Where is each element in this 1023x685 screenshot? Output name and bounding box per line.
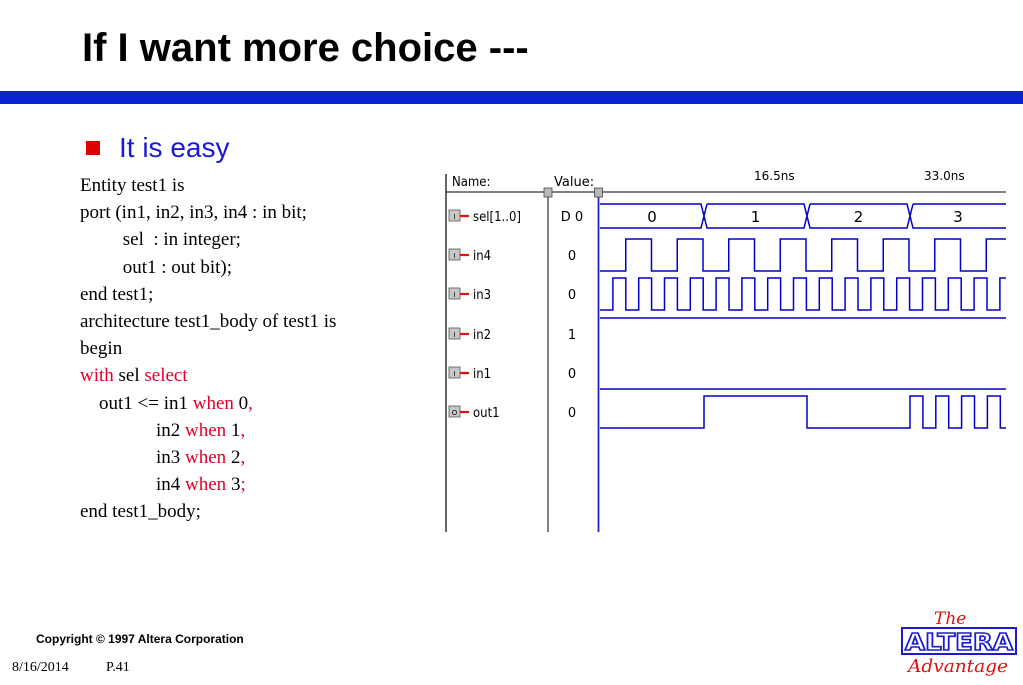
code-text: end test1; (80, 283, 154, 305)
vhdl-code-block: Entity test1 is port (in1, in2, in3, in4 … (80, 172, 420, 525)
code-keyword: when (185, 446, 227, 468)
bullet-text: It is easy (119, 132, 230, 163)
code-indent (80, 420, 156, 441)
bus-trace (600, 203, 1006, 229)
code-line: in2 when 1, (80, 417, 420, 444)
input-pin-icon: I (448, 366, 469, 379)
bus-segment-value: 0 (647, 208, 657, 226)
signal-value: 0 (568, 288, 576, 303)
code-text: out1 <= in1 (99, 392, 193, 414)
code-text: out1 : out bit); (122, 256, 232, 278)
code-line: sel : in integer; (80, 226, 420, 253)
code-keyword: when (185, 474, 227, 496)
logo-the: The (934, 609, 966, 629)
svg-text:I: I (453, 213, 455, 221)
svg-text:O: O (452, 409, 458, 417)
code-line: out1 : out bit); (80, 254, 420, 281)
slide-title: If I want more choice --- (82, 26, 529, 70)
signal-value: D 0 (561, 210, 583, 225)
code-text: architecture test1_body of test1 is (80, 310, 337, 332)
code-text: begin (80, 338, 123, 360)
signal-name: out1 (473, 406, 500, 421)
code-line: in3 when 2, (80, 444, 420, 471)
code-text: sel (113, 365, 145, 387)
logo-bar (901, 627, 1017, 655)
code-indent (80, 257, 123, 278)
input-pin-icon: I (448, 287, 469, 300)
in3-trace (600, 277, 1006, 311)
svg-text:I: I (453, 331, 455, 339)
time-mark-2: 33.0ns (924, 169, 965, 183)
code-keyword: when (185, 419, 227, 441)
code-keyword: , (248, 392, 253, 414)
code-text: 0 (233, 392, 249, 414)
code-line: port (in1, in2, in3, in4 : in bit; (80, 199, 420, 226)
code-keyword: , (240, 446, 246, 468)
code-indent (80, 474, 156, 495)
bus-segment-value: 1 (751, 208, 761, 226)
code-line: in4 when 3; (80, 471, 420, 498)
code-indent (80, 229, 123, 250)
signal-name: in2 (473, 328, 491, 343)
logo-advantage: Advantage (906, 656, 1008, 677)
signal-name: in4 (473, 249, 491, 264)
code-keyword: select (144, 365, 188, 387)
code-line: architecture test1_body of test1 is (80, 308, 420, 335)
signal-value: 0 (568, 249, 576, 264)
output-pin-icon: O (448, 405, 469, 418)
column-handle-2 (594, 187, 603, 198)
code-text: 1 (226, 419, 241, 441)
code-text: in4 (156, 474, 186, 496)
logo-altera: ALTERA (905, 630, 1013, 656)
code-text: Entity test1 is (80, 175, 185, 196)
code-line: out1 <= in1 when 0, (80, 390, 420, 417)
signal-name: sel[1..0] (473, 210, 521, 225)
bus-pin-icon: I (448, 209, 469, 222)
signal-name: in1 (473, 367, 491, 382)
header-name-label: Name: (452, 175, 490, 190)
svg-text:I: I (453, 291, 455, 299)
code-keyword: with (80, 365, 114, 387)
altera-logo: The ALTERA Advantage (900, 608, 1020, 680)
code-text: port (in1, in2, in3, in4 : in bit; (80, 202, 307, 224)
code-keyword: ; (240, 474, 246, 496)
out1-trace (600, 395, 1006, 429)
bullet-square-icon (86, 141, 100, 155)
in4-trace (600, 238, 1006, 272)
column-handle-1 (543, 187, 553, 198)
signal-value: 0 (568, 406, 576, 421)
signal-value: 0 (568, 367, 576, 382)
code-line: end test1_body; (80, 498, 420, 525)
code-text: in2 (156, 419, 186, 441)
bus-segment-value: 2 (854, 208, 864, 226)
footer-date: 8/16/2014 (12, 660, 69, 675)
input-pin-icon: I (448, 327, 469, 340)
bus-segment-value: 3 (953, 208, 963, 226)
code-text: 2 (226, 446, 241, 468)
footer-page-number: P.41 (106, 660, 130, 675)
signal-value: 1 (568, 328, 576, 343)
code-text: end test1_body; (80, 501, 201, 523)
code-line: begin (80, 335, 420, 362)
code-line: Entity test1 is (80, 172, 420, 199)
svg-text:I: I (453, 252, 455, 260)
code-text: sel : in integer; (122, 229, 241, 251)
title-rule (0, 91, 1023, 104)
time-mark-1: 16.5ns (754, 169, 795, 183)
code-line: end test1; (80, 281, 420, 308)
code-text: 3 (226, 474, 241, 496)
code-text: in3 (156, 446, 186, 468)
signal-name: in3 (473, 288, 491, 303)
code-indent (80, 393, 99, 414)
footer-copyright: Copyright © 1997 Altera Corporation (36, 632, 244, 646)
code-line: with sel select (80, 362, 420, 389)
code-keyword: when (192, 392, 234, 414)
svg-text:I: I (453, 370, 455, 378)
input-pin-icon: I (448, 248, 469, 261)
code-indent (80, 447, 156, 468)
header-value-label: Value: (554, 175, 594, 190)
code-keyword: , (240, 419, 246, 441)
